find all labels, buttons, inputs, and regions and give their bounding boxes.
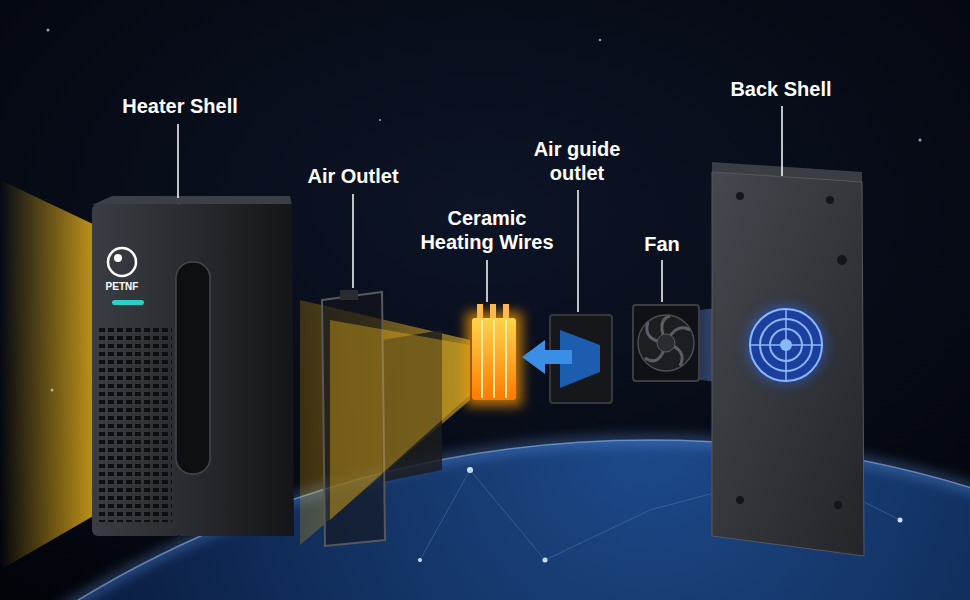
back-shell-part-shape [837, 255, 847, 265]
ceramic-heater-shape [466, 312, 522, 406]
leader-lines [178, 106, 782, 312]
ceramic-heater-shape [481, 320, 483, 398]
ceramic-heater-shape [505, 320, 507, 398]
leader-lines-shape [781, 106, 783, 176]
back-shell-part-shape [746, 305, 826, 385]
part-label: Air Outlet [307, 164, 398, 188]
air-outlet-part-shape [340, 290, 358, 300]
fan-part-shape [657, 334, 675, 352]
back-shell-part-shape [834, 501, 842, 509]
ceramic-heater [466, 304, 522, 406]
space-background-shape [379, 119, 381, 121]
brand-logo-text: PETNF [106, 281, 139, 293]
heater-shell-shape [92, 204, 182, 536]
heater-shell-shape [114, 254, 122, 262]
air-outlet-part [322, 290, 470, 546]
warm-air-beam-shape [0, 180, 95, 570]
ceramic-heater-shape [472, 318, 516, 400]
heater-shell-shape [108, 248, 136, 276]
space-background-shape [599, 39, 601, 41]
back-shell-part-shape [785, 309, 787, 381]
ceramic-heater-shape [477, 304, 483, 320]
part-label: Ceramic Heating Wires [412, 206, 562, 254]
part-label: Heater Shell [122, 94, 238, 118]
heater-shell-shape [176, 262, 210, 474]
leader-lines-shape [577, 190, 579, 312]
ceramic-heater-shape [503, 304, 509, 320]
back-shell-part [712, 162, 864, 556]
leader-lines-shape [177, 124, 179, 198]
leader-lines-shape [661, 260, 663, 302]
back-shell-part-shape [736, 496, 744, 504]
heater-shell-shape [98, 326, 172, 522]
back-shell-part-shape [750, 309, 822, 381]
part-label: Air guide outlet [525, 137, 629, 185]
leader-lines-shape [486, 260, 488, 302]
air-guide-part-shape [522, 340, 572, 374]
heater-shell [92, 196, 294, 536]
air-guide-part [522, 315, 612, 403]
fan-part-shape [633, 305, 699, 381]
heater-shell-shape [112, 300, 144, 305]
part-label: Back Shell [730, 77, 831, 101]
part-label: Fan [644, 232, 680, 256]
back-shell-part-shape [736, 192, 744, 200]
air-outlet-part-shape [330, 320, 470, 520]
ceramic-heater-shape [493, 320, 495, 398]
warm-air-beam [0, 180, 470, 570]
fan-part-shape [638, 315, 694, 371]
back-shell-part-shape [826, 196, 834, 204]
ceramic-heater-shape [490, 304, 496, 320]
space-background-shape [47, 29, 50, 32]
leader-lines-shape [352, 194, 354, 288]
space-background-shape [919, 139, 922, 142]
fan-part-shape [645, 316, 690, 366]
back-shell-part-shape [712, 172, 864, 556]
